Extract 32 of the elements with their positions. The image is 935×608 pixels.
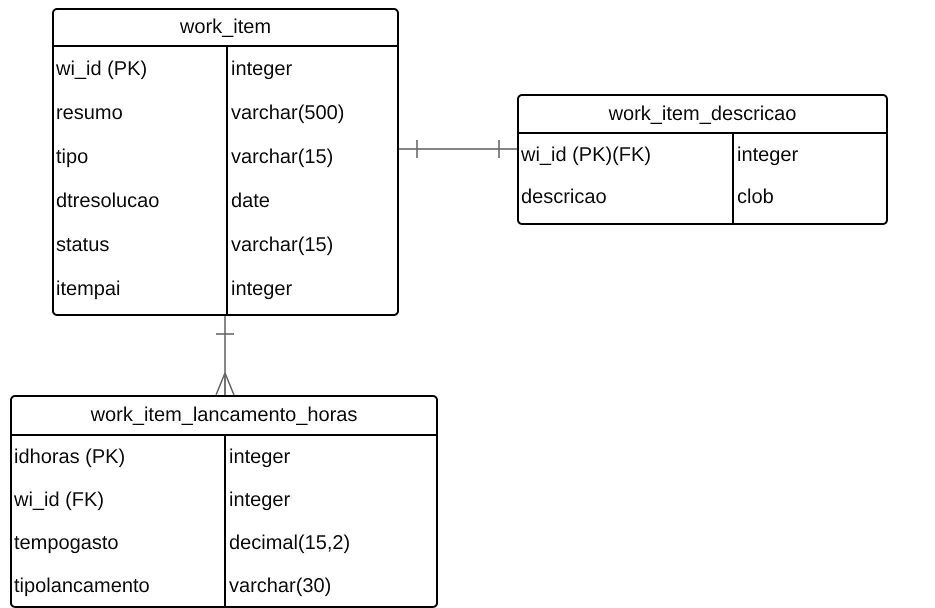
column-type: integer [231,58,292,80]
column-type: varchar(500) [231,102,344,124]
column-name: status [56,234,110,256]
entity-table [517,94,888,225]
column-name: dtresolucao [56,190,160,212]
entity-name: work_item_lancamento_horas [90,404,358,427]
column-type: decimal(15,2) [229,532,350,555]
column-name: tipo [56,146,88,168]
column-type: integer [737,144,798,166]
column-name: tipolancamento [14,575,150,598]
column-name: descricao [521,186,607,208]
column-type: integer [229,446,290,469]
column-name: itempai [56,278,120,300]
column-type: integer [229,489,290,512]
column-type: date [231,190,270,212]
entity-table [52,8,399,316]
column-name: idhoras (PK) [14,446,126,469]
relationship-line [399,139,517,159]
entity-name: work_item_descricao [608,102,796,126]
column-name: wi_id (PK) [56,58,148,80]
column-name: wi_id (FK) [14,489,104,512]
column-type: varchar(15) [231,146,334,168]
column-type: clob [737,186,774,208]
column-type: integer [231,278,292,300]
entity-name: work_item [180,16,272,39]
relationship-line [215,316,235,396]
column-name: wi_id (PK)(FK) [521,144,652,166]
column-type: varchar(15) [231,234,334,256]
column-type: varchar(30) [229,575,332,598]
column-name: tempogasto [14,532,119,555]
entity-table [10,395,438,608]
column-name: resumo [56,102,123,124]
